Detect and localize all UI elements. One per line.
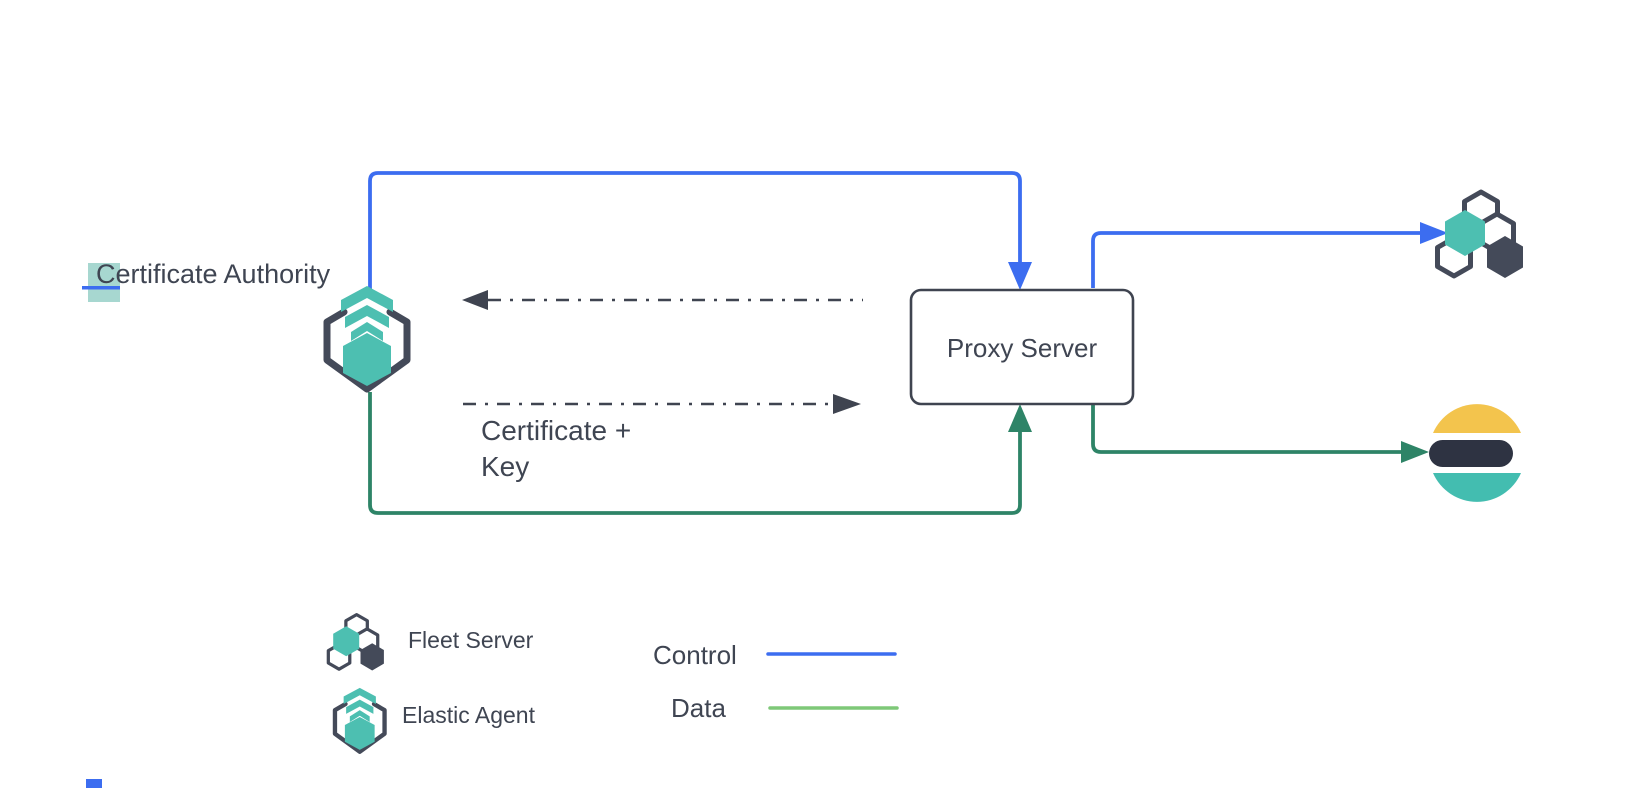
certificate-key-line2: Key [481, 451, 530, 482]
data-line-agent-to-proxy [368, 392, 1032, 515]
legend-fleet-server-label: Fleet Server [408, 627, 534, 653]
arrowhead-left [462, 290, 488, 310]
arrowhead-right [1401, 441, 1429, 463]
certificate-key-line1: Certificate + [481, 415, 632, 446]
proxy-server-box [909, 288, 1135, 406]
legend-elastic-agent-label: Elastic Agent [402, 702, 535, 728]
control-line-proxy-to-fleet [1091, 222, 1448, 288]
legend-control-label: Control [653, 640, 737, 670]
arrowhead-right [1420, 222, 1448, 244]
proxy-server-label: Proxy Server [946, 333, 1098, 363]
control-line-agent-to-proxy [368, 171, 1032, 291]
cursor-artifact [86, 779, 102, 788]
certificate-authority-label: Certificate Authority [96, 259, 331, 289]
arrowhead-up [1008, 404, 1032, 432]
text-selection-highlight [88, 263, 120, 302]
text-cursor-underline [82, 286, 120, 290]
elastic-agent-icon [327, 286, 407, 389]
data-line-proxy-to-elasticsearch [1091, 405, 1429, 463]
legend-elastic-agent-icon [335, 688, 385, 752]
fleet-server-icon [1438, 192, 1524, 278]
legend-fleet-server-icon [326, 612, 386, 673]
elasticsearch-logo-icon [1429, 404, 1521, 502]
arrowhead-down [1008, 262, 1032, 290]
dashed-line-certificate-key [463, 394, 861, 414]
dashed-line-proxy-to-agent [462, 290, 863, 310]
arrowhead-right [833, 394, 861, 414]
certificate-key-annotation: Certificate + Key [481, 413, 631, 485]
legend-data-label: Data [671, 693, 726, 723]
